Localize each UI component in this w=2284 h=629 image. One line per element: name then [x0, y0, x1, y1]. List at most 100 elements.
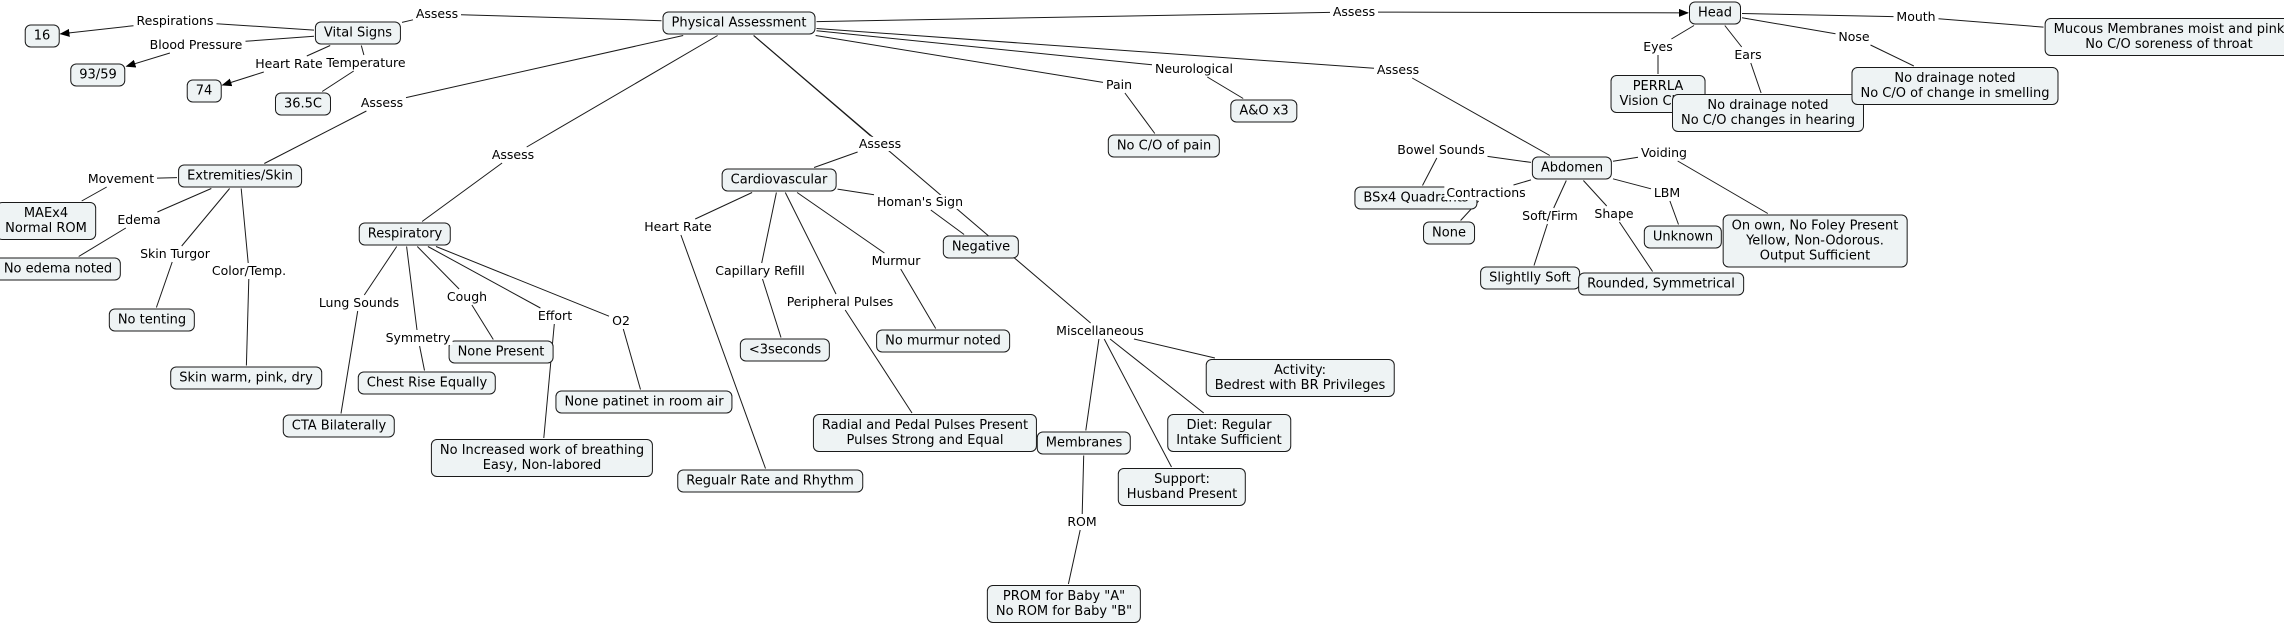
link-label-assess-resp: Assess — [489, 147, 537, 162]
link-label-homans: Homan's Sign — [875, 194, 965, 209]
connector-line — [930, 209, 965, 235]
connector-line — [460, 14, 662, 22]
connector-line — [816, 28, 1375, 69]
connector-line — [844, 309, 913, 414]
connector-line — [815, 35, 1104, 83]
connector-line — [421, 162, 503, 222]
concept-no-tenting[interactable]: No tenting — [108, 308, 196, 332]
concept-abdomen[interactable]: Abdomen — [1531, 156, 1613, 180]
connector-line — [1207, 76, 1244, 99]
concept-line: Pulses Strong and Equal — [846, 433, 1004, 448]
link-label-mouth: Mouth — [1894, 9, 1938, 24]
concept-line: MAEx4 — [23, 206, 69, 221]
link-label-neurological: Neurological — [1152, 61, 1236, 76]
connector-line — [1669, 200, 1679, 225]
connector-line — [816, 30, 1153, 66]
concept-resp-value[interactable]: 16 — [24, 24, 60, 48]
concept-none-present[interactable]: None Present — [448, 340, 554, 364]
concept-activity[interactable]: Activity:Bedrest with BR Privileges — [1205, 359, 1395, 397]
connector-line — [622, 328, 641, 390]
link-label-heart-rate-vs: Heart Rate — [253, 56, 325, 71]
concept-chest-rise[interactable]: Chest Rise Equally — [357, 371, 497, 395]
connector-line — [419, 345, 425, 371]
concept-temp-value[interactable]: 36.5C — [274, 92, 332, 116]
connector-line — [816, 11, 1331, 23]
connector-line — [1618, 221, 1654, 272]
connector-line — [155, 261, 173, 308]
concept-regular-rate[interactable]: Regualr Rate and Rhythm — [677, 469, 863, 493]
concept-line: No drainage noted — [1894, 71, 2016, 86]
concept-line: PROM for Baby "A" — [1002, 589, 1126, 604]
concept-ao[interactable]: A&O x3 — [1230, 99, 1298, 123]
concept-head[interactable]: Head — [1689, 1, 1741, 25]
concept-support[interactable]: Support:Husband Present — [1117, 468, 1247, 506]
connector-line — [1938, 18, 2044, 28]
connector-line — [416, 246, 460, 290]
concept-bp-value[interactable]: 93/59 — [70, 63, 126, 87]
concept-physical-assessment[interactable]: Physical Assessment — [662, 11, 816, 35]
link-label-eyes: Eyes — [1641, 39, 1675, 54]
concept-respiratory[interactable]: Respiratory — [358, 222, 452, 246]
concept-line: Husband Present — [1126, 487, 1238, 502]
concept-prom[interactable]: PROM for Baby "A"No ROM for Baby "B" — [986, 585, 1142, 623]
connector-line — [406, 246, 418, 331]
link-label-shape: Shape — [1592, 206, 1636, 221]
concept-unknown[interactable]: Unknown — [1643, 225, 1723, 249]
concept-no-edema[interactable]: No edema noted — [0, 257, 122, 281]
concept-line: Easy, Non-labored — [482, 458, 602, 473]
connector-arrow — [221, 71, 264, 87]
concept-negative[interactable]: Negative — [942, 235, 1020, 259]
link-label-cough: Cough — [444, 289, 490, 304]
concept-extremities[interactable]: Extremities/Skin — [178, 164, 302, 188]
connector-line — [813, 151, 858, 168]
concept-slightly-soft[interactable]: Slightlly Soft — [1480, 266, 1580, 290]
concept-hr-value[interactable]: 74 — [186, 79, 222, 103]
concept-line: Bedrest with BR Privileges — [1214, 378, 1386, 393]
connector-line — [1741, 13, 1894, 18]
concept-membranes[interactable]: Membranes — [1036, 431, 1132, 455]
connector-line — [1677, 160, 1769, 214]
connector-line — [78, 227, 127, 257]
connector-line — [1422, 157, 1438, 186]
concept-line: No drainage noted — [1707, 98, 1829, 113]
concept-cap-refill[interactable]: <3seconds — [739, 338, 831, 362]
concept-cardiovascular[interactable]: Cardiovascular — [721, 168, 837, 192]
connector-line — [1411, 77, 1551, 156]
connector-line — [796, 192, 885, 254]
concept-cta[interactable]: CTA Bilaterally — [282, 414, 396, 438]
connector-line — [435, 246, 610, 317]
concept-no-pain[interactable]: No C/O of pain — [1107, 134, 1221, 158]
connector-arrow — [59, 25, 134, 37]
connector-line — [216, 23, 315, 31]
link-label-assess-head: Assess — [1330, 4, 1378, 19]
connector-line — [340, 310, 359, 414]
concept-line: No C/O changes in hearing — [1680, 113, 1856, 128]
connector-line — [1124, 92, 1156, 134]
concept-room-air[interactable]: None patinet in room air — [555, 390, 733, 414]
concept-skin-warm[interactable]: Skin warm, pink, dry — [170, 366, 322, 390]
connector-line — [1553, 180, 1567, 209]
connector-line — [401, 19, 414, 23]
connector-line — [1870, 44, 1915, 67]
concept-line: Output Sufficient — [1759, 248, 1871, 264]
concept-no-murmur[interactable]: No murmur noted — [876, 329, 1010, 353]
concept-vital-signs[interactable]: Vital Signs — [314, 21, 402, 45]
concept-line: PERRLA — [1632, 79, 1684, 94]
connector-line — [1533, 223, 1548, 266]
connector-line — [321, 70, 354, 92]
concept-rounded[interactable]: Rounded, Symmetrical — [1578, 272, 1744, 296]
connector-line — [240, 188, 249, 264]
concept-none[interactable]: None — [1423, 221, 1475, 245]
connector-line — [1612, 178, 1652, 190]
connector-line — [427, 246, 541, 309]
